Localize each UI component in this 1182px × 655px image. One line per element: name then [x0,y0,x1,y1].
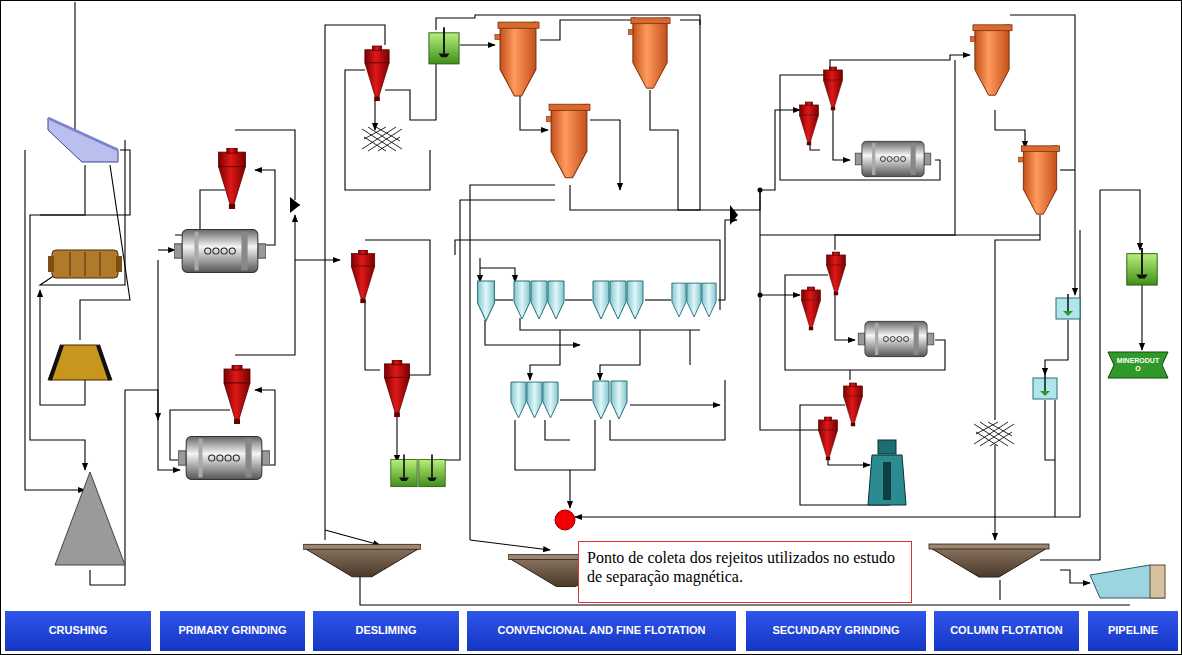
section-band: CRUSHING [5,611,151,651]
section-label: PRIMARY GRINDING [174,625,290,637]
pipeline-label: MINERODUTO [1106,350,1170,380]
section-band: PIPELINE [1088,611,1178,651]
section-label: CONVENCIONAL AND FINE FLOTATION [494,625,710,637]
callout-box: Ponto de coleta dos rejeitos utilizados … [578,541,912,603]
section-label: CRUSHING [45,625,112,637]
section-label: COLUMN FLOTATION [946,625,1067,637]
section-label: MINERODUTO [1106,357,1170,372]
section-band: DESLIMING [313,611,459,651]
section-label: SECUNDARY GRINDING [768,625,903,637]
section-band: PRIMARY GRINDING [160,611,305,651]
section-band: SECUNDARY GRINDING [746,611,926,651]
section-label: DESLIMING [351,625,420,637]
section-band: COLUMN FLOTATION [934,611,1079,651]
section-label: PIPELINE [1104,625,1162,637]
callout-text: Ponto de coleta dos rejeitos utilizados … [587,548,903,586]
section-band: CONVENCIONAL AND FINE FLOTATION [467,611,736,651]
